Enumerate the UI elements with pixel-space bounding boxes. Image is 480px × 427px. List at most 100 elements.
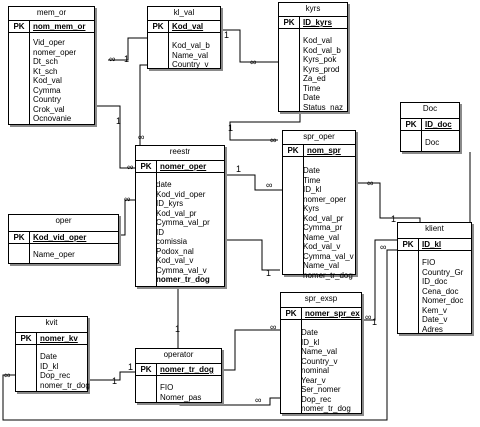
table-spr-oper[interactable]: spr_oper PK nom_spr Date Time ID_kl nome… bbox=[282, 130, 356, 280]
table-kvit[interactable]: kvit PK nomer_kv Date ID_kl Dop_rec nome… bbox=[15, 316, 90, 392]
link-end-1h: 1 bbox=[228, 123, 233, 133]
table-reestr[interactable]: reestr PK nomer_oper date Kod_vid_oper I… bbox=[135, 145, 225, 287]
link-end-1x: 1 bbox=[112, 376, 117, 386]
link-kl-val-kyrs bbox=[221, 29, 278, 63]
pk-label: PK bbox=[9, 232, 30, 243]
field: Vid_oper bbox=[33, 38, 65, 47]
table-kyrs[interactable]: kyrs PK ID_kyrs Kod_val Kod_val_b Kyrs_p… bbox=[278, 2, 348, 112]
link-end-1c: ∞ bbox=[138, 132, 144, 142]
table-title: operator bbox=[163, 350, 194, 359]
field: nomer_tr_dog bbox=[156, 275, 210, 284]
field: Cymma_val_v bbox=[303, 251, 354, 261]
field: Kod_val_v bbox=[303, 242, 341, 251]
link-end-1s: ∞ bbox=[365, 312, 371, 322]
pk-label: PK bbox=[9, 21, 30, 32]
field: Cena_doc bbox=[422, 286, 459, 296]
link-end-1g: ∞ bbox=[127, 162, 133, 172]
link-end-1u: ∞ bbox=[270, 322, 276, 332]
field: Date_v bbox=[422, 315, 448, 324]
field: Country_Gr bbox=[422, 267, 464, 277]
table-operator[interactable]: operator PK nomer_tr_dog FIO Nomer_pas bbox=[135, 348, 222, 403]
link-end-1z: ∞ bbox=[380, 242, 386, 252]
link-kl-val-reestr bbox=[139, 64, 147, 148]
field: date bbox=[156, 180, 172, 189]
primary-key: nomer_kv bbox=[40, 334, 78, 343]
field: Name_val bbox=[301, 347, 338, 356]
field: Status_naz bbox=[303, 102, 344, 112]
primary-key: nomer_tr_dog bbox=[160, 365, 214, 374]
link-end-1w: ∞ bbox=[255, 395, 261, 405]
field: Date bbox=[303, 166, 320, 175]
field: Adres bbox=[422, 324, 443, 334]
link-operator-spr-exsp bbox=[179, 397, 280, 406]
field: FIO bbox=[160, 383, 174, 392]
table-oper[interactable]: oper PK Kod_vid_oper Name_oper bbox=[8, 214, 119, 264]
field: ID_kyrs bbox=[156, 199, 184, 208]
pk-label: PK bbox=[283, 145, 304, 156]
field: ID_kl bbox=[40, 361, 59, 371]
field: nomer_tr_dog bbox=[40, 380, 90, 390]
pk-label: PK bbox=[16, 333, 37, 344]
field: Za_ed bbox=[303, 74, 326, 83]
table-title: spr_oper bbox=[303, 132, 335, 141]
field: nominal bbox=[301, 366, 330, 375]
field: Dt_sch bbox=[33, 57, 58, 66]
primary-key: nomer_spr_ex bbox=[305, 309, 360, 318]
link-end-1i: ∞ bbox=[270, 135, 276, 145]
link-spr-exsp-operator bbox=[222, 329, 280, 371]
link-end-1a: 1 bbox=[124, 54, 129, 64]
primary-key: nom_mem_or bbox=[33, 22, 86, 31]
field: Kod_val_pr bbox=[156, 208, 197, 218]
primary-key: nomer_oper bbox=[160, 162, 207, 171]
pk-label: PK bbox=[148, 21, 169, 32]
primary-key: Kod_vid_oper bbox=[33, 233, 87, 242]
link-reestr-spr-oper bbox=[225, 174, 282, 191]
link-mem-or-reestr bbox=[95, 105, 135, 169]
field: Kod_val_v bbox=[156, 256, 194, 265]
field: Kod_val_pr bbox=[303, 213, 344, 223]
primary-key: ID_kyrs bbox=[303, 18, 332, 27]
field: Year_v bbox=[301, 375, 326, 385]
link-end-1r: 1 bbox=[372, 317, 377, 327]
link-klient-spr-exsp bbox=[362, 239, 397, 321]
table-title: klient bbox=[425, 224, 444, 233]
field: Kod_val_b bbox=[172, 41, 210, 50]
field: ID_kl bbox=[303, 185, 322, 194]
table-doc[interactable]: Doc PK ID_doc Doc bbox=[400, 102, 460, 152]
table-mem-or[interactable]: mem_or PK nom_mem_or Vid_oper nomer_oper… bbox=[8, 6, 95, 125]
link-klient-kvit bbox=[2, 249, 397, 421]
field: ID_doc bbox=[422, 277, 448, 286]
link-oper-reestr bbox=[119, 199, 135, 236]
field: Ocnovanie bbox=[33, 114, 72, 123]
field: Doc bbox=[425, 138, 440, 147]
table-klient[interactable]: klient PK ID_kl FIO Country_Gr ID_doc Ce… bbox=[397, 222, 472, 334]
field: Dop_rec bbox=[40, 371, 71, 380]
table-spr-exsp[interactable]: spr_exsp PK nomer_spr_ex Date ID_kl Name… bbox=[280, 292, 362, 414]
field: Nomer_doc bbox=[422, 296, 464, 305]
field: nomer_tr_dog bbox=[303, 270, 353, 280]
pk-label: PK bbox=[136, 364, 157, 375]
field: Name_val bbox=[303, 232, 340, 242]
field: Kyrs_prod bbox=[303, 64, 340, 74]
field: Kyrs_pok bbox=[303, 55, 337, 64]
field: Nomer_pas bbox=[160, 392, 202, 402]
table-title: mem_or bbox=[36, 8, 67, 17]
link-end-1e: ∞ bbox=[250, 57, 256, 67]
field: Podox_nal bbox=[156, 246, 194, 256]
field: Cymma_pr bbox=[303, 223, 343, 232]
field: ID_kl bbox=[301, 337, 320, 347]
field: Kod_val bbox=[33, 76, 62, 85]
link-kyrs-spr-oper bbox=[229, 112, 301, 141]
field: Name_val bbox=[303, 261, 340, 270]
table-title: kvit bbox=[45, 318, 58, 327]
link-end-1d: 1 bbox=[224, 30, 229, 40]
pk-label: PK bbox=[401, 119, 422, 130]
field: Time bbox=[303, 175, 321, 185]
field: Name_oper bbox=[33, 250, 75, 259]
primary-key: ID_doc bbox=[425, 120, 452, 129]
pk-label: PK bbox=[136, 161, 157, 172]
field: Country_v bbox=[301, 356, 338, 366]
field: Date bbox=[40, 352, 57, 361]
table-kl-val[interactable]: kl_val PK Kod_val Kod_val_b Name_val Cou… bbox=[147, 6, 221, 69]
field: Kod_val bbox=[303, 36, 332, 45]
